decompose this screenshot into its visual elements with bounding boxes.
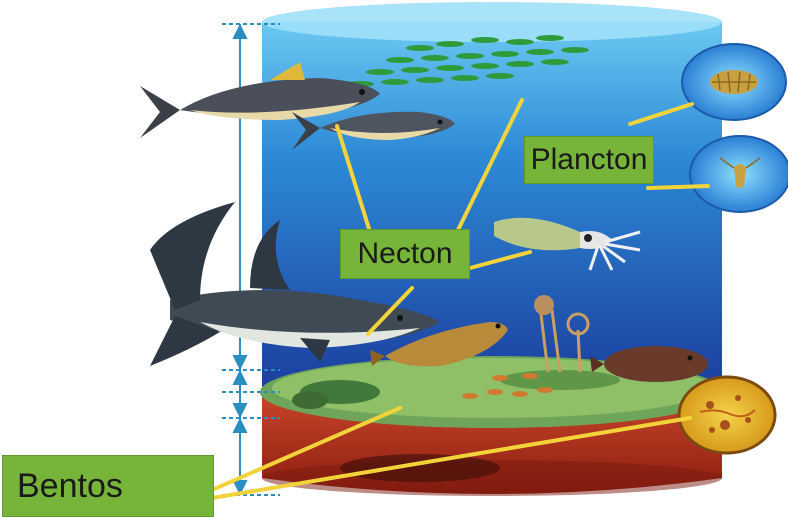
necton-label: Necton [340, 229, 470, 279]
sediment-zoom [679, 377, 775, 453]
plankton-zoom-zoo [690, 136, 788, 212]
plancton-label: Plancton [524, 136, 654, 184]
plankton-zoom-phyto [682, 44, 786, 120]
bentos-label: Bentos [2, 455, 214, 517]
